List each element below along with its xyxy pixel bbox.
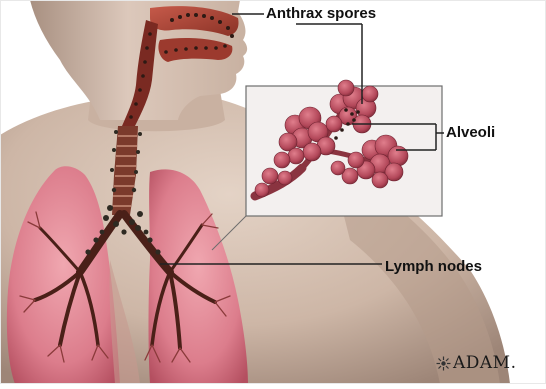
label-lymph-nodes: Lymph nodes [385,258,482,276]
label-anthrax-spores: Anthrax spores [266,5,376,23]
adam-logo-icon [436,356,451,371]
label-alveoli: Alveoli [446,124,495,142]
adam-logo-text: ADAM. [453,353,517,373]
adam-logo: ADAM. [436,350,517,376]
